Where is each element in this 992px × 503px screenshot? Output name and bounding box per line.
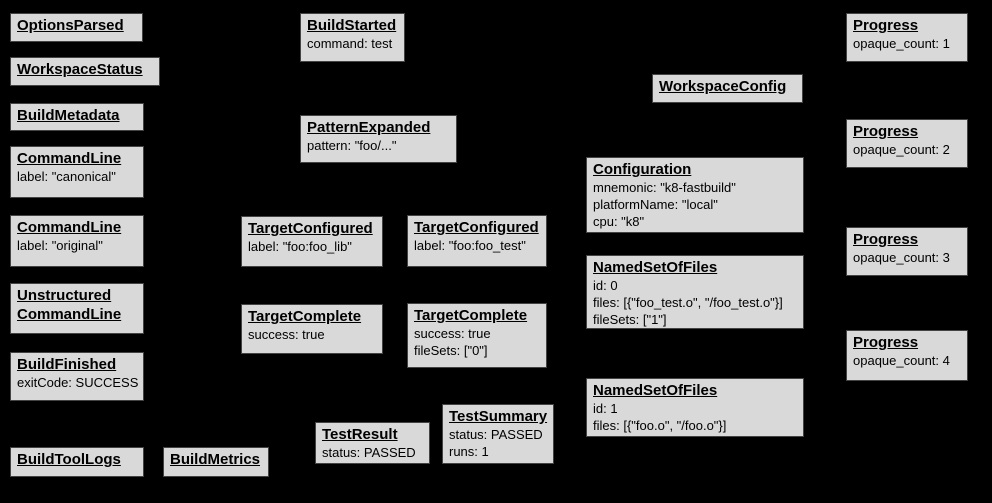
node-title: TargetComplete: [248, 308, 362, 325]
node-title: OptionsParsed: [17, 17, 124, 34]
node-title: BuildStarted: [307, 17, 397, 34]
node-test-result: TestResult status: PASSED: [315, 422, 430, 464]
node-build-started: BuildStarted command: test: [300, 13, 405, 62]
node-build-finished: BuildFinished exitCode: SUCCESS: [10, 352, 144, 401]
node-field: opaque_count: 3: [853, 250, 950, 265]
node-title: Progress: [853, 17, 919, 34]
node-field: label: "original": [17, 238, 103, 253]
node-field: label: "foo:foo_test": [414, 238, 526, 253]
node-field: label: "foo:foo_lib": [248, 239, 352, 254]
node-options-parsed: OptionsParsed: [10, 13, 143, 42]
node-field: platformName: "local": [593, 197, 718, 212]
node-title: BuildMetadata: [17, 107, 120, 124]
node-field: label: "canonical": [17, 169, 116, 184]
node-target-configured-foo-lib: TargetConfigured label: "foo:foo_lib": [241, 216, 383, 267]
node-pattern-expanded: PatternExpanded pattern: "foo/...": [300, 115, 457, 163]
node-field: command: test: [307, 36, 393, 51]
node-field: id: 0: [593, 278, 618, 293]
node-build-metadata: BuildMetadata: [10, 103, 144, 131]
node-workspace-status: WorkspaceStatus: [10, 57, 160, 86]
node-field: status: PASSED: [449, 427, 543, 442]
node-title: WorkspaceStatus: [17, 61, 143, 78]
node-target-complete-foo-test: TargetComplete success: true fileSets: […: [407, 303, 547, 368]
node-named-set-of-files-1: NamedSetOfFiles id: 1 files: [{"foo.o", …: [586, 378, 804, 437]
node-title: NamedSetOfFiles: [593, 382, 718, 399]
node-field: runs: 1: [449, 444, 489, 459]
node-field: success: true: [414, 326, 491, 341]
node-title: WorkspaceConfig: [659, 78, 787, 95]
node-field: id: 1: [593, 401, 618, 416]
node-build-tool-logs: BuildToolLogs: [10, 447, 144, 477]
node-workspace-config: WorkspaceConfig: [652, 74, 803, 103]
node-field: files: [{"foo.o", "/foo.o"}]: [593, 418, 727, 433]
node-field: fileSets: ["1"]: [593, 312, 667, 327]
node-configuration: Configuration mnemonic: "k8-fastbuild" p…: [586, 157, 804, 233]
node-field: pattern: "foo/...": [307, 138, 397, 153]
node-field: status: PASSED: [322, 445, 416, 460]
node-title: Configuration: [593, 161, 692, 178]
node-title: NamedSetOfFiles: [593, 259, 718, 276]
node-field: exitCode: SUCCESS: [17, 375, 139, 390]
node-field: opaque_count: 1: [853, 36, 950, 51]
node-title: TestResult: [322, 426, 398, 443]
node-title: CommandLine: [17, 150, 122, 167]
node-field: opaque_count: 2: [853, 142, 950, 157]
node-field: fileSets: ["0"]: [414, 343, 488, 358]
node-title: Progress: [853, 123, 919, 140]
node-title: CommandLine: [17, 219, 122, 236]
node-title: CommandLine: [17, 306, 122, 323]
node-title: Unstructured: [17, 287, 112, 304]
node-field: mnemonic: "k8-fastbuild": [593, 180, 736, 195]
node-field: success: true: [248, 327, 325, 342]
node-target-complete-foo-lib: TargetComplete success: true: [241, 304, 383, 354]
node-progress-3: Progress opaque_count: 3: [846, 227, 968, 276]
node-test-summary: TestSummary status: PASSED runs: 1: [442, 404, 554, 464]
node-command-line-canonical: CommandLine label: "canonical": [10, 146, 144, 198]
node-progress-4: Progress opaque_count: 4: [846, 330, 968, 381]
node-field: opaque_count: 4: [853, 353, 950, 368]
node-named-set-of-files-0: NamedSetOfFiles id: 0 files: [{"foo_test…: [586, 255, 804, 329]
node-title: TargetComplete: [414, 307, 528, 324]
node-progress-2: Progress opaque_count: 2: [846, 119, 968, 168]
node-build-metrics: BuildMetrics: [163, 447, 269, 477]
node-title: BuildToolLogs: [17, 451, 121, 468]
node-title: TestSummary: [449, 408, 548, 425]
node-field: files: [{"foo_test.o", "/foo_test.o"}]: [593, 295, 783, 310]
node-title: PatternExpanded: [307, 119, 431, 136]
node-title: BuildMetrics: [170, 451, 261, 468]
node-field: cpu: "k8": [593, 214, 645, 229]
node-title: BuildFinished: [17, 356, 117, 373]
node-title: TargetConfigured: [248, 220, 373, 237]
node-progress-1: Progress opaque_count: 1: [846, 13, 968, 62]
node-title: TargetConfigured: [414, 219, 539, 236]
node-title: Progress: [853, 231, 919, 248]
node-target-configured-foo-test: TargetConfigured label: "foo:foo_test": [407, 215, 547, 267]
node-command-line-original: CommandLine label: "original": [10, 215, 144, 267]
node-title: Progress: [853, 334, 919, 351]
node-unstructured-command-line: Unstructured CommandLine: [10, 283, 144, 334]
